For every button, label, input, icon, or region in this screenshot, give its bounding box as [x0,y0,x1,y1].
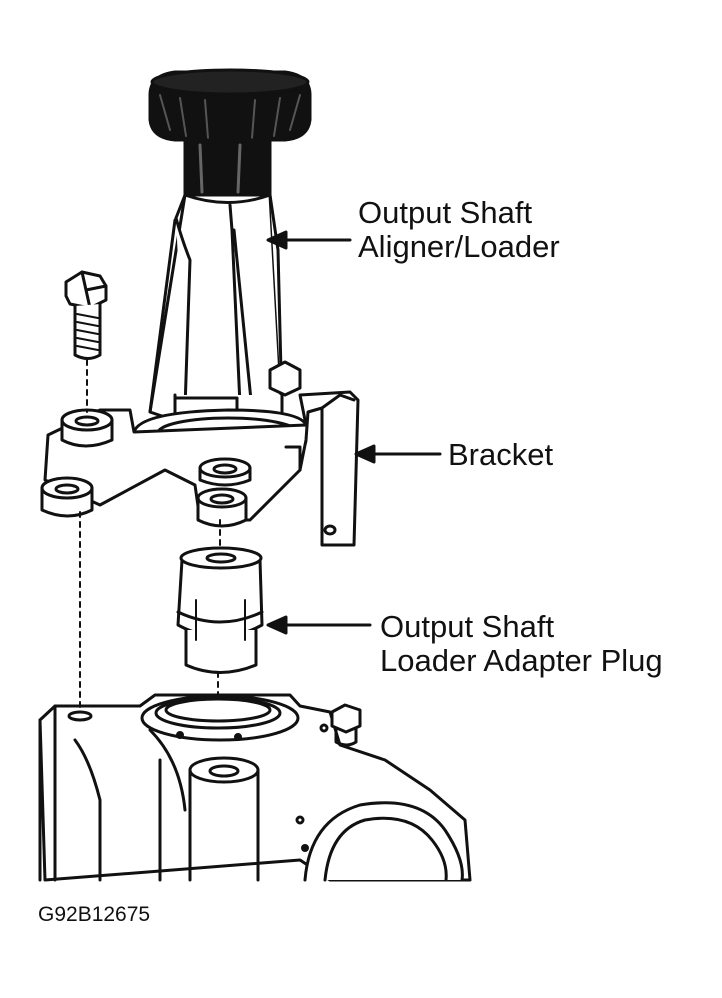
bracket-boss-left-top [60,408,114,448]
bolt [64,270,108,360]
plug-arrow [266,615,372,635]
label-aligner-loader: Output Shaft Aligner/Loader [358,196,560,264]
bracket-boss-right-top [198,457,252,487]
housing-boss [188,756,260,882]
aligner-loader-tool [132,68,312,464]
output-seal [140,694,300,742]
tool-shaft [183,138,272,197]
label-bracket: Bracket [448,437,554,472]
adapter-plug [176,546,264,674]
aligner-arrow [266,230,352,250]
bracket-arrow [354,444,442,464]
alignment-lines [79,359,221,713]
bracket-boss-left-bottom [40,476,94,518]
bracket [40,360,360,547]
label-plug-line2: Loader Adapter Plug [380,643,663,678]
bracket-boss-right-bottom [196,487,248,528]
tool-knob [148,68,312,142]
figure-id: G92B12675 [38,903,151,926]
label-aligner-line1: Output Shaft [358,195,533,230]
label-adapter-plug: Output Shaft Loader Adapter Plug [380,610,663,678]
label-plug-line1: Output Shaft [380,609,555,644]
tool-body [148,193,284,431]
housing-bore [303,801,464,882]
label-aligner-line2: Aligner/Loader [358,229,560,264]
leader-arrows [266,230,442,635]
housing-bolt [319,703,362,747]
transmission-housing [38,693,472,882]
